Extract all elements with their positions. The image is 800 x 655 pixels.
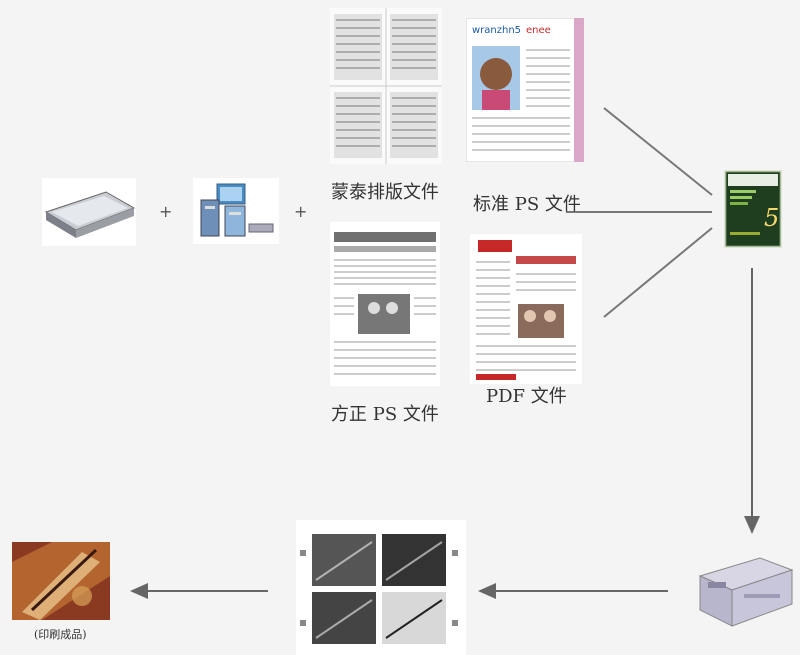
founder-ps-thumbnail [330,222,440,386]
standard-ps-label: 标准 PS 文件 [473,194,581,215]
svg-text:wranzhn5: wranzhn5 [472,25,521,36]
founder-ps-label: 方正 PS 文件 [331,404,439,425]
svg-text:enee: enee [526,25,551,36]
software-version-numeral: 5 [764,204,779,232]
connector-bottom [603,227,713,318]
scanner-icon [42,178,136,246]
print-result-label: (印刷成品) [34,628,87,641]
plus-operator: + [159,202,173,221]
printer-icon [694,542,796,632]
mengtai-layout-thumbnail [330,8,442,164]
computer-icon [193,178,279,244]
pdf-thumbnail [470,234,582,384]
plus-operator: + [294,202,308,221]
film-proof-icon [296,520,466,655]
standard-ps-thumbnail: wranzhn5 enee [466,18,584,162]
mengtai-layout-label: 蒙泰排版文件 [331,182,439,203]
software-box-icon: 5 [724,170,782,248]
printed-product-icon [12,542,110,620]
connector-top [603,107,713,196]
pdf-label: PDF 文件 [486,386,567,407]
